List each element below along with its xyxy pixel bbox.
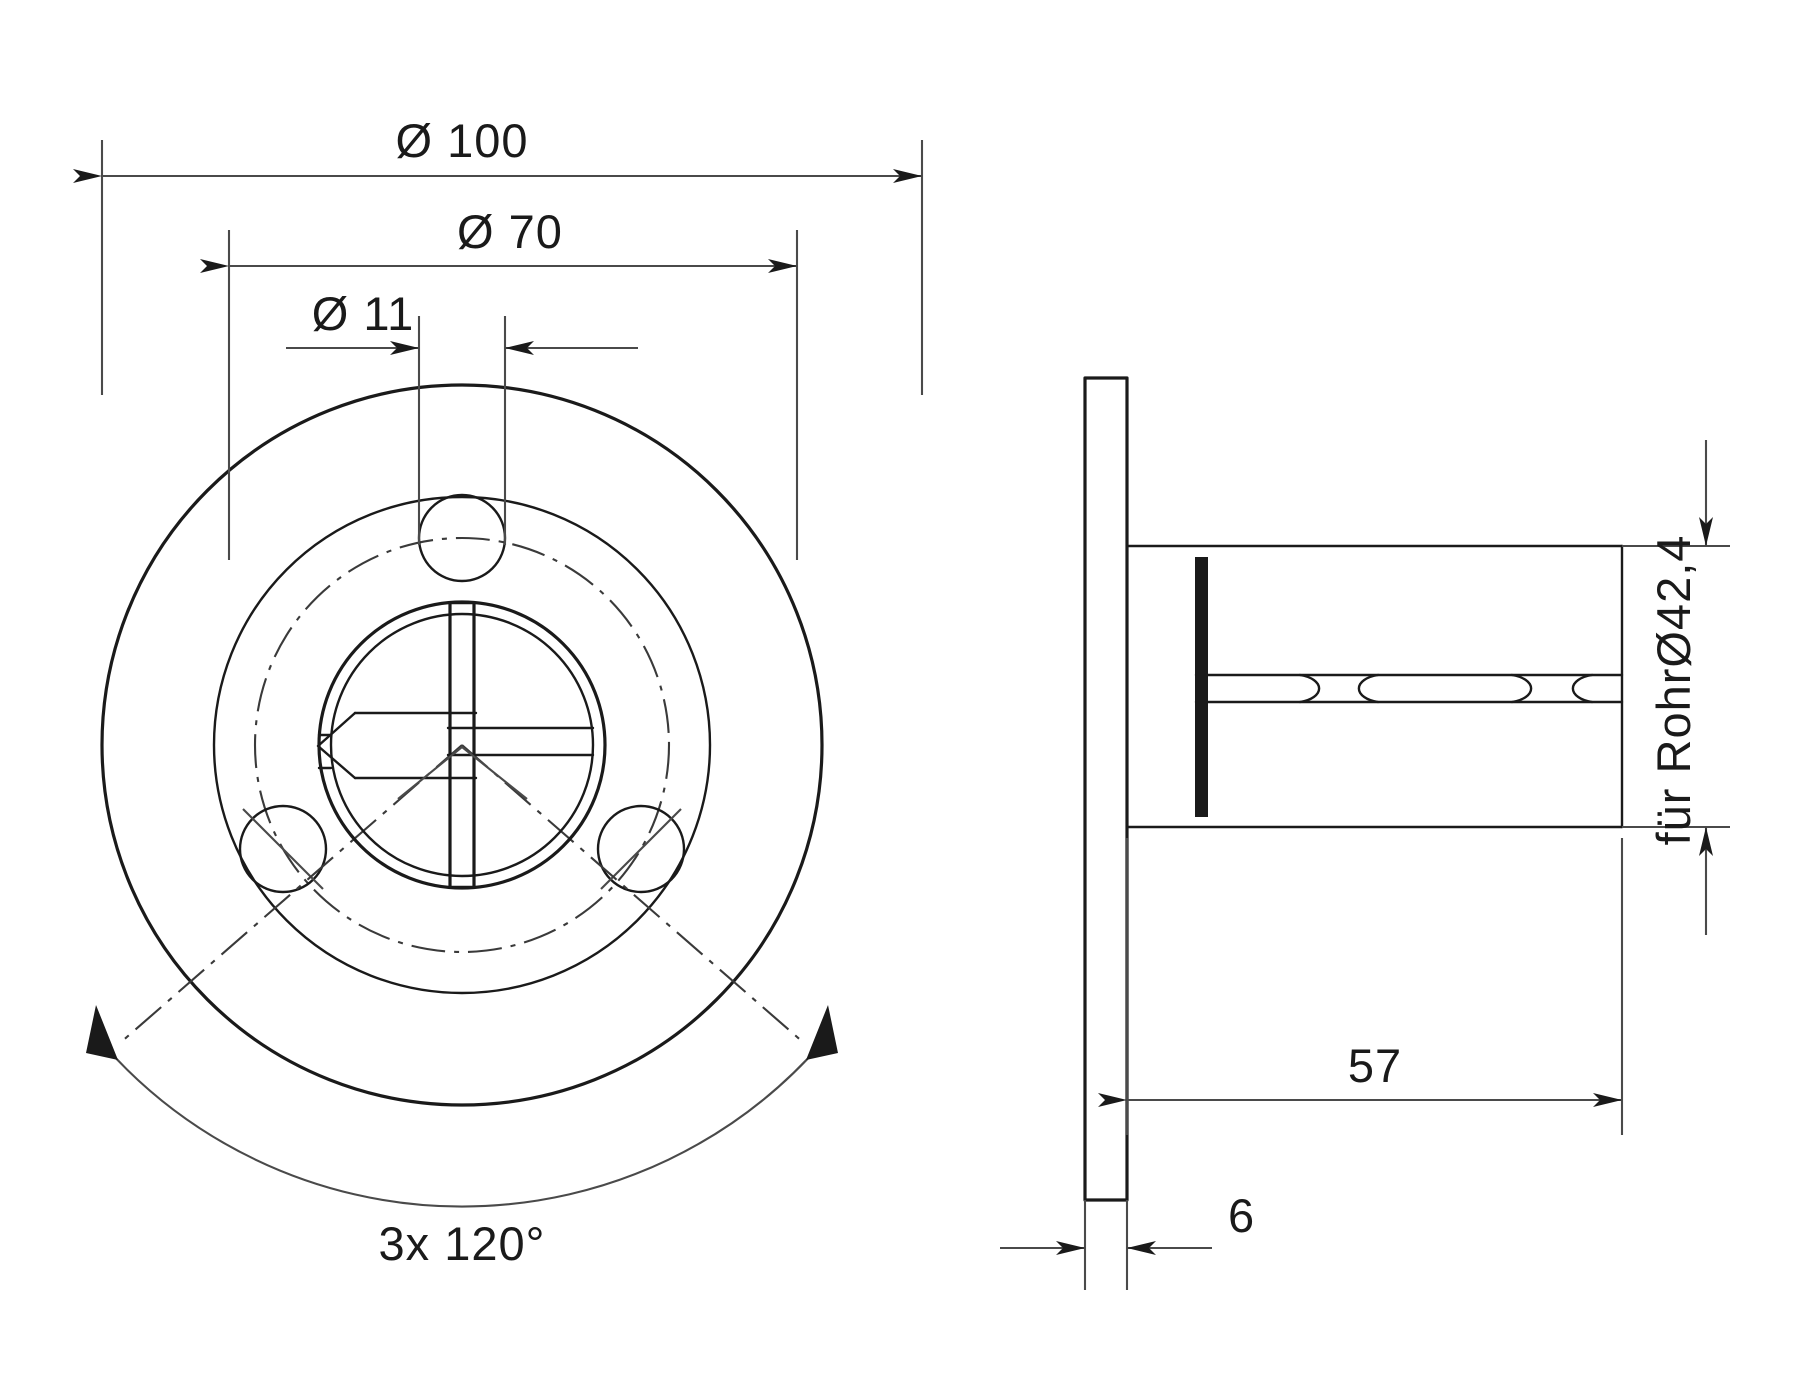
hub-inner-circle — [329, 612, 595, 878]
bolt-spacing-radial-lines — [119, 744, 805, 1044]
dim-plate-thickness: 6 — [1000, 1189, 1255, 1290]
dim-label-bolt-circle-diameter: Ø 70 — [457, 205, 563, 258]
dim-angular-spacing: 3x 120° — [86, 1005, 838, 1270]
dim-projection-length: 57 — [1098, 838, 1624, 1135]
dim-arc-arrow-left — [86, 1005, 118, 1060]
dim-label-angular-spacing: 3x 120° — [379, 1217, 546, 1270]
dim-bolt-hole-diameter: Ø 11 — [286, 287, 638, 545]
front-view-group — [100, 383, 824, 1107]
dim-bolt-circle-diameter: Ø 70 — [200, 205, 799, 560]
dim-label-bolt-hole-diameter: Ø 11 — [312, 287, 414, 340]
side-flange-plate — [1083, 376, 1129, 1202]
dim-label-tube-size: für RohrØ42,4 — [1647, 535, 1700, 846]
dim-label-projection-length: 57 — [1348, 1039, 1402, 1092]
hub-vertical-slot — [448, 601, 476, 889]
flange-outer-circle — [100, 383, 824, 1107]
side-center-slot — [1194, 673, 1624, 704]
pointer-tip-icon — [316, 711, 357, 780]
hub-horizontal-pointer — [316, 711, 595, 780]
bolt-hole-lower-left — [238, 804, 328, 894]
side-internal-stop-bar — [1195, 557, 1208, 817]
bolt-hole-lower-right — [596, 804, 686, 894]
dim-label-outer-diameter: Ø 100 — [395, 114, 528, 167]
side-view-group — [1083, 376, 1624, 1202]
dim-arc-arrow-right — [806, 1005, 838, 1060]
hub-center-chevron — [397, 745, 528, 800]
side-tube-body — [1125, 544, 1624, 829]
dim-tube-size: für RohrØ42,4 — [1622, 440, 1730, 935]
bolt-hole-center-marks — [242, 808, 682, 890]
flange-inner-shoulder-circle — [212, 495, 712, 995]
dim-outer-diameter: Ø 100 — [73, 114, 924, 395]
bolt-circle-centerline — [253, 536, 671, 954]
dim-label-plate-thickness: 6 — [1228, 1189, 1255, 1242]
dim-arc-120deg — [101, 1042, 823, 1208]
